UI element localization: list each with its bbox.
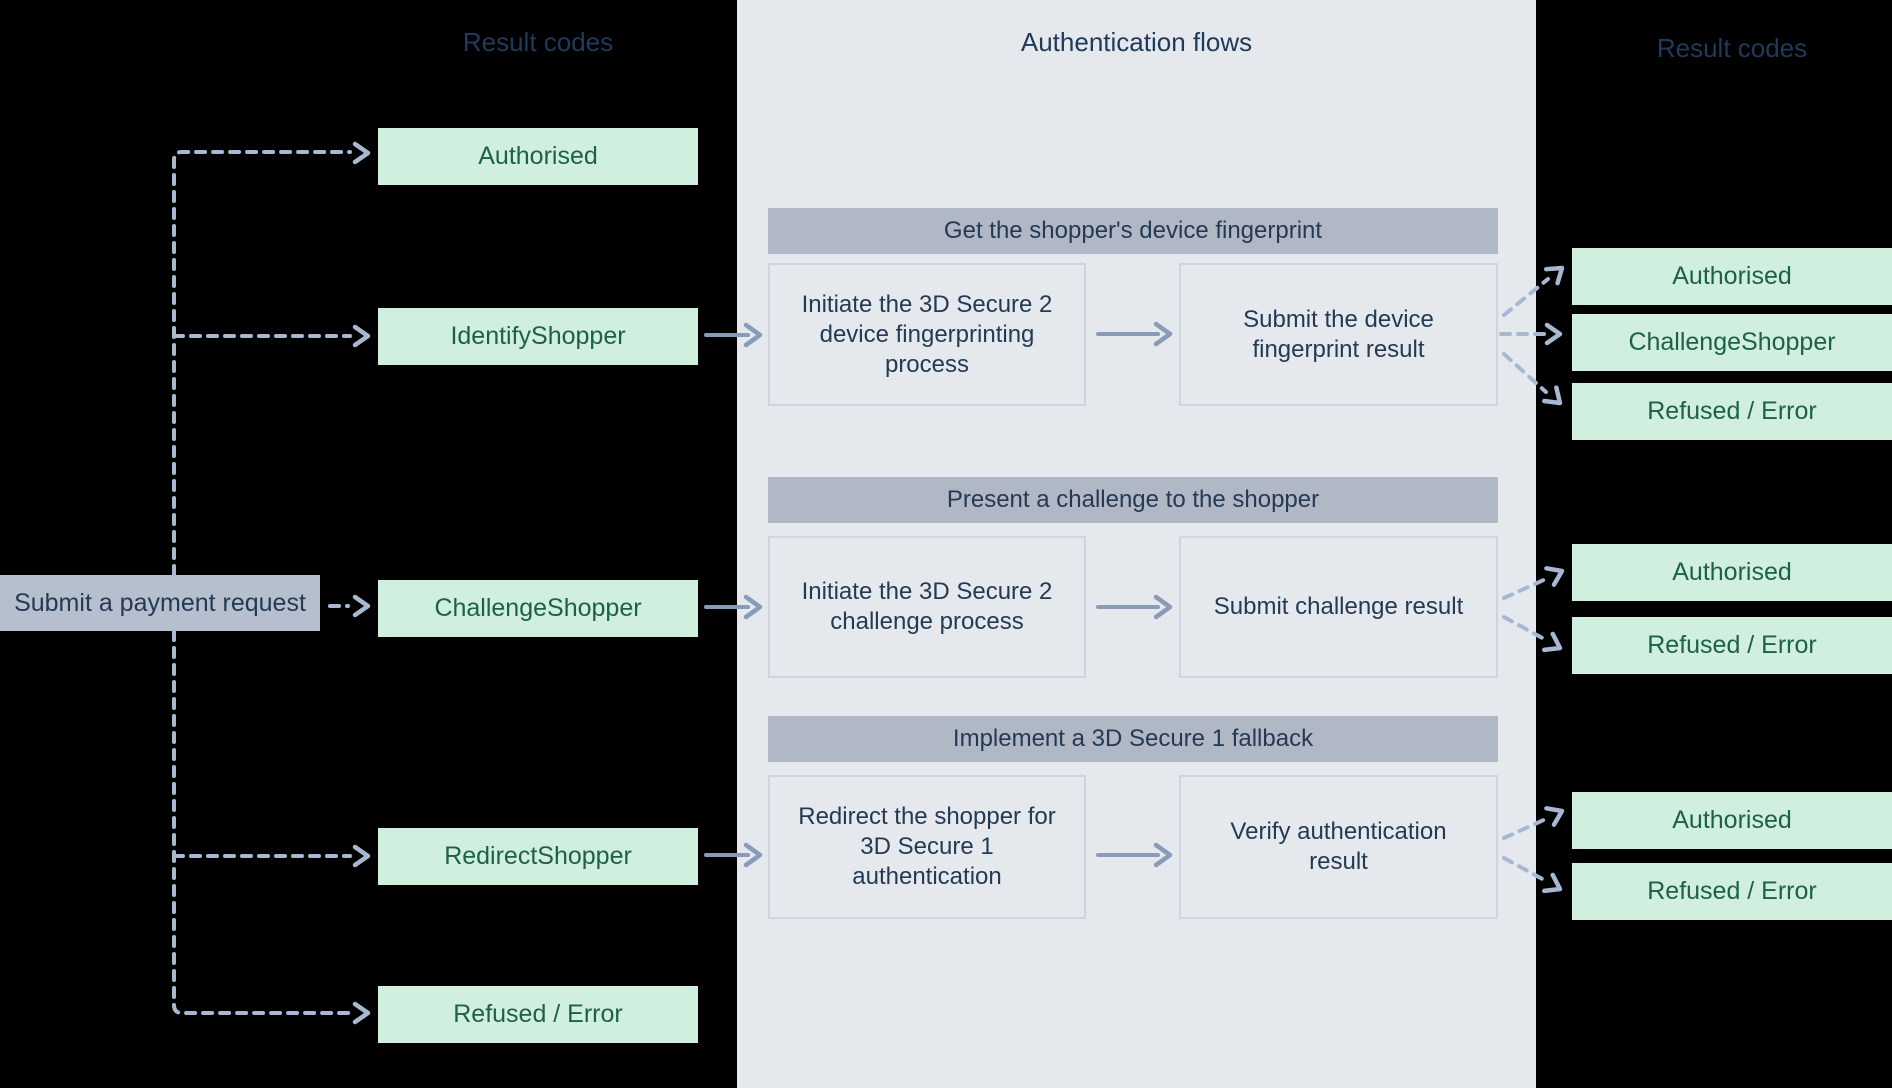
right-result-g2-refused-error: Refused / Error: [1572, 617, 1892, 674]
step-submit-device-fingerprint-result: Submit the device fingerprint result: [1179, 263, 1498, 406]
right-result-g1-refused-error: Refused / Error: [1572, 383, 1892, 440]
step-submit-challenge-result: Submit challenge result: [1179, 536, 1498, 678]
right-result-g3-authorised: Authorised: [1572, 792, 1892, 849]
left-result-challengeshopper: ChallengeShopper: [378, 580, 698, 637]
dashed-connector-redirectshopper: [172, 844, 371, 868]
right-result-g1-authorised: Authorised: [1572, 248, 1892, 305]
left-result-redirectshopper: RedirectShopper: [378, 828, 698, 885]
right-result-g2-authorised: Authorised: [1572, 544, 1892, 601]
authentication-flows-title: Authentication flows: [1020, 27, 1253, 57]
right-result-codes-heading: Result codes: [1656, 33, 1808, 63]
step-redirect-shopper-3ds1: Redirect the shopper for 3D Secure 1 aut…: [768, 775, 1086, 919]
section-header-3ds1-fallback: Implement a 3D Secure 1 fallback: [768, 716, 1498, 762]
section-header-device-fingerprint: Get the shopper's device fingerprint: [768, 208, 1498, 254]
dashed-connector-authorised: [172, 141, 371, 577]
left-result-identifyshopper: IdentifyShopper: [378, 308, 698, 365]
submit-payment-request-box: Submit a payment request: [0, 575, 320, 631]
step-initiate-3ds2-challenge: Initiate the 3D Secure 2 challenge proce…: [768, 536, 1086, 678]
step-initiate-3ds2-fingerprinting: Initiate the 3D Secure 2 device fingerpr…: [768, 263, 1086, 406]
left-result-refused-error: Refused / Error: [378, 986, 698, 1043]
right-result-g3-refused-error: Refused / Error: [1572, 863, 1892, 920]
right-result-g1-challengeshopper: ChallengeShopper: [1572, 314, 1892, 371]
section-header-present-challenge: Present a challenge to the shopper: [768, 477, 1498, 523]
left-result-codes-heading: Result codes: [462, 27, 614, 57]
dashed-connector-refused-error: [172, 629, 371, 1025]
dashed-connector-challengeshopper: [328, 594, 371, 618]
step-verify-authentication-result: Verify authentication result: [1179, 775, 1498, 919]
left-result-authorised: Authorised: [378, 128, 698, 185]
dashed-connector-identifyshopper: [172, 324, 371, 348]
